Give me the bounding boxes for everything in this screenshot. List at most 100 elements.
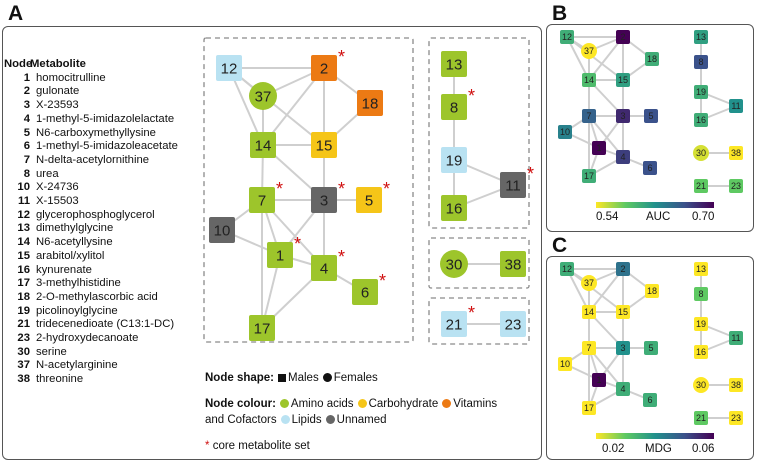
node-11-shape [729,331,743,345]
node-16-label: 16 [696,115,706,125]
node-4-label: 4 [620,384,625,394]
node-17-shape [582,169,596,183]
node-37-shape [581,43,597,59]
node-23-shape [729,179,743,193]
node-11-label: 11 [731,101,740,111]
node-13-label: 13 [446,56,463,73]
node-37-label: 37 [584,278,594,288]
mdg-min-label: 0.02 [602,443,625,455]
node-3-label: 3 [620,343,625,353]
node-17-label: 17 [584,403,594,413]
node-2-label: 2 [620,32,625,42]
node-19-shape [441,147,467,173]
metabolite-name: glycerophosphoglycerol [36,208,155,221]
node-id: 30 [17,345,30,358]
node-23-shape [500,311,526,337]
panel-b-letter: B [552,2,568,25]
metabolite-name: 1-methyl-5-imidazoleacetate [36,140,178,153]
node-id: 7 [23,153,30,166]
node-16-shape [441,195,467,221]
node-12-shape [560,262,574,276]
core-star-icon: * [379,271,386,291]
metabolite-name: N6-carboxymethyllysine [36,126,156,139]
node-14-shape [250,132,276,158]
node-18-label: 18 [647,286,657,296]
metabolite-name: 2-hydroxydecanoate [36,332,139,345]
node-6-shape [643,393,657,407]
node-15-shape [616,305,630,319]
node-19-shape [694,85,708,99]
square-icon [278,374,287,382]
network-edge [566,268,624,313]
node-8-label: 8 [698,57,703,67]
auc-colorbar [596,202,714,208]
auc-axis-label: AUC [646,211,671,223]
node-7-shape [582,109,596,123]
node-16-shape [694,113,708,127]
node-13-shape [694,30,708,44]
node-id: 11 [18,195,30,208]
node-21-label: 21 [696,413,706,423]
network-edge [566,36,590,81]
cluster-box-right [428,37,530,229]
node-4-label: 4 [320,260,328,277]
node-13-shape [441,51,467,77]
node-16-shape [694,345,708,359]
node-12-label: 12 [221,60,238,77]
node-1-label: 1 [596,375,601,385]
node-6-label: 6 [647,163,652,173]
node-2-shape [311,55,337,81]
metabolite-name: X-24736 [36,181,79,194]
node-17-label: 17 [584,171,594,181]
mdg-colorbar [596,433,714,439]
node-13-label: 13 [696,32,706,42]
legend-core-label: core metabolite set [212,440,310,452]
node-17-shape [582,401,596,415]
node-id: 5 [23,126,30,139]
metabolite-name: arabitol/xylitol [36,249,105,262]
header-node: Node [4,58,33,70]
metabolite-name: urea [36,167,59,180]
metabolite-name: X-23593 [36,99,79,112]
metabolite-name: N6-acetyllysine [36,236,113,249]
core-star-icon: * [338,247,345,267]
mdg-max-label: 0.06 [692,443,715,455]
core-star-icon: * [276,179,283,199]
node-13-shape [694,262,708,276]
node-30-shape [440,250,468,278]
node-8-label: 8 [450,99,458,116]
node-3-shape [616,341,630,355]
cluster-box-30-38 [428,237,530,289]
node-1-shape [592,373,606,387]
node-10-shape [558,125,572,139]
legend-lipid: Lipids [291,414,322,426]
node-14-label: 14 [584,75,594,85]
node-7-shape [249,187,275,213]
node-10-shape [209,217,235,243]
node-18-shape [357,90,383,116]
node-23-label: 23 [731,181,741,191]
node-6-label: 6 [647,395,652,405]
node-38-label: 38 [505,256,522,273]
node-18-label: 18 [647,54,657,64]
core-star-icon: * [468,303,475,323]
core-star-icon: * [338,47,345,67]
node-11-shape [500,172,526,198]
node-id: 10 [17,181,30,194]
node-8-shape [694,287,708,301]
node-13-label: 13 [696,264,706,274]
node-1-label: 1 [276,247,284,264]
node-2-shape [616,30,630,44]
node-23-label: 23 [731,413,741,423]
